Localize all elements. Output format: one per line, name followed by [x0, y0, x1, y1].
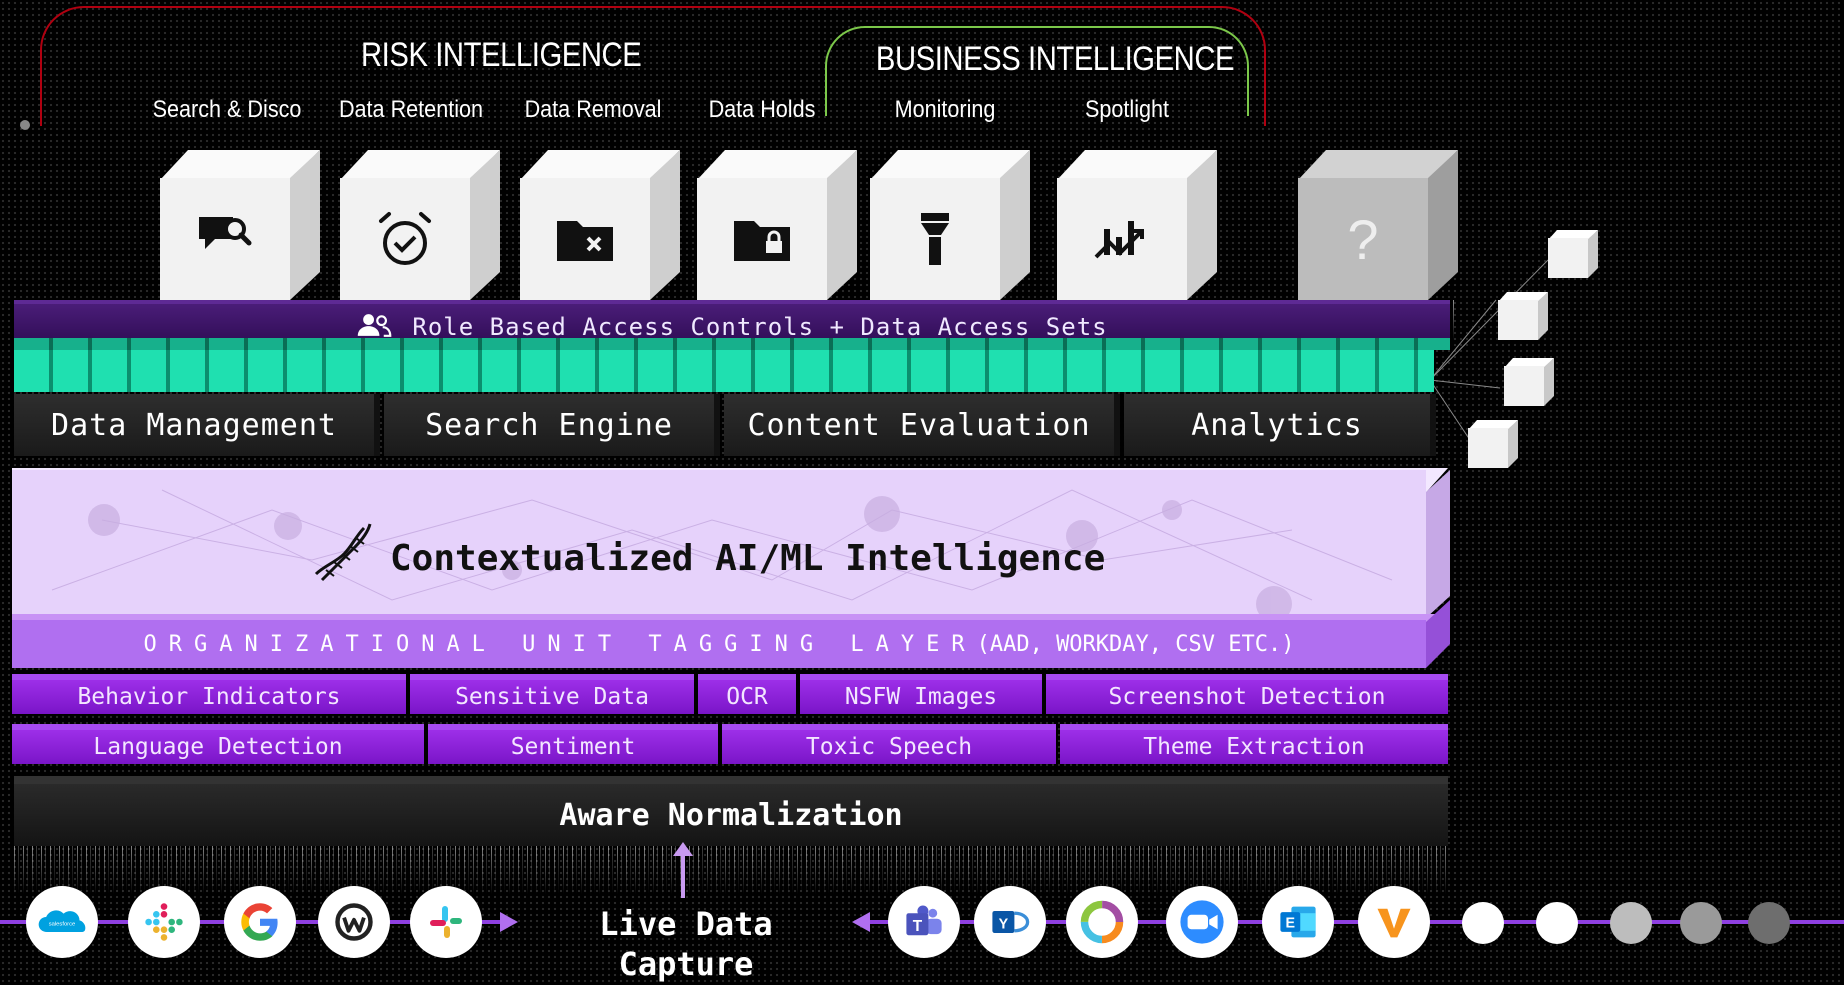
- feature-toxic-speech[interactable]: Toxic Speech: [722, 724, 1056, 764]
- capture-line-2: Capture: [618, 945, 754, 983]
- alarm-clock-icon: [379, 212, 431, 265]
- ai-layer: [12, 470, 1426, 618]
- org-tagging-layer: ORGANIZATIONAL UNIT TAGGING LAYER(AAD, W…: [12, 620, 1426, 668]
- org-layer-label: ORGANIZATIONAL UNIT TAGGING LAYER: [143, 631, 977, 657]
- placeholder-dot: [1610, 902, 1652, 944]
- module-cube-holds[interactable]: [697, 150, 857, 340]
- feature-nsfw-images[interactable]: NSFW Images: [800, 674, 1042, 714]
- svg-text:salesforce: salesforce: [49, 921, 76, 927]
- dna-icon: [314, 518, 374, 593]
- folder-delete-icon: [557, 221, 613, 261]
- module-label-monitoring: Monitoring: [894, 96, 996, 123]
- module-label-retention: Data Retention: [338, 96, 484, 123]
- normalization-layer: Aware Normalization: [14, 776, 1448, 846]
- svg-text:Y: Y: [999, 917, 1009, 933]
- data-streams: [14, 846, 1448, 894]
- module-cube-spotlight[interactable]: [1057, 150, 1217, 340]
- module-cube-search[interactable]: [160, 150, 320, 340]
- flashlight-icon: [921, 213, 949, 265]
- slack-dots-icon[interactable]: [128, 886, 200, 958]
- teams-icon[interactable]: T: [888, 886, 960, 958]
- ai-title: Contextualized AI/ML Intelligence: [390, 538, 1106, 579]
- engine-analytics[interactable]: Analytics: [1124, 394, 1436, 456]
- access-blocks-top: [14, 338, 1450, 350]
- capture-line-1: Live Data: [599, 905, 773, 943]
- engine-data-management[interactable]: Data Management: [14, 394, 380, 456]
- mini-cube: [1468, 420, 1518, 470]
- neural-network-pattern: [51, 489, 1393, 618]
- svg-text:E: E: [1286, 916, 1296, 932]
- exchange-icon[interactable]: E: [1262, 886, 1334, 958]
- placeholder-dot: [1748, 902, 1790, 944]
- salesforce-icon[interactable]: salesforce: [26, 886, 98, 958]
- svg-text:T: T: [913, 918, 923, 935]
- org-layer-sources: (AAD, WORKDAY, CSV ETC.): [976, 631, 1295, 657]
- folder-lock-icon: [734, 221, 790, 261]
- rbac-label: Role Based Access Controls + Data Access…: [412, 313, 1108, 341]
- engine-search[interactable]: Search Engine: [384, 394, 720, 456]
- org-layer-top: [12, 614, 1448, 622]
- google-icon[interactable]: [224, 886, 296, 958]
- feature-screenshot-detection[interactable]: Screenshot Detection: [1046, 674, 1448, 714]
- mini-cube: [1498, 292, 1548, 342]
- arrow-right-icon: [500, 912, 518, 932]
- live-data-capture-label: Live Data Capture: [576, 904, 796, 984]
- webex-icon[interactable]: [1066, 886, 1138, 958]
- rbac-label-row: Role Based Access Controls + Data Access…: [14, 312, 1450, 344]
- access-blocks-layer: [14, 350, 1434, 392]
- mini-cube: [1548, 230, 1598, 280]
- arrow-left-icon: [852, 912, 870, 932]
- trend-chart-icon: [1094, 221, 1144, 259]
- module-label-removal: Data Removal: [524, 96, 662, 123]
- module-label-spotlight: Spotlight: [1084, 96, 1170, 123]
- risk-intelligence-bracket: [40, 6, 1266, 126]
- module-cube-monitoring[interactable]: [870, 150, 1030, 340]
- question-icon: ?: [1347, 207, 1379, 271]
- ai-layer-side: [1426, 470, 1450, 618]
- users-icon: [356, 312, 392, 344]
- module-label-holds: Data Holds: [708, 96, 816, 123]
- yammer-icon[interactable]: Y: [974, 886, 1046, 958]
- module-cube-removal[interactable]: [520, 150, 680, 340]
- feature-behavior-indicators[interactable]: Behavior Indicators: [12, 674, 406, 714]
- module-label-search: Search & Disco: [152, 96, 302, 123]
- placeholder-dot: [1462, 902, 1504, 944]
- mini-cube: [1504, 358, 1554, 408]
- source-line-right: [866, 920, 1844, 924]
- capture-arrow-head: [673, 842, 693, 856]
- zoom-icon[interactable]: [1166, 886, 1238, 958]
- placeholder-dot: [1680, 902, 1722, 944]
- search-chat-icon: [199, 217, 252, 249]
- business-intelligence-bracket: [825, 26, 1249, 116]
- connector-lines: [1430, 259, 1549, 441]
- veeva-icon[interactable]: [1358, 886, 1430, 958]
- feature-theme-extraction[interactable]: Theme Extraction: [1060, 724, 1448, 764]
- feature-ocr[interactable]: OCR: [698, 674, 796, 714]
- business-intelligence-title: BUSINESS INTELLIGENCE: [875, 40, 1235, 78]
- slack-icon[interactable]: [410, 886, 482, 958]
- feature-sentiment[interactable]: Sentiment: [428, 724, 718, 764]
- risk-intelligence-title: RISK INTELLIGENCE: [361, 36, 642, 74]
- feature-language-detection[interactable]: Language Detection: [12, 724, 424, 764]
- connector-dot: [20, 120, 30, 130]
- placeholder-dot: [1536, 902, 1578, 944]
- workplace-icon[interactable]: [318, 886, 390, 958]
- capture-arrow-shaft: [681, 848, 685, 898]
- feature-sensitive-data[interactable]: Sensitive Data: [410, 674, 694, 714]
- engine-content-evaluation[interactable]: Content Evaluation: [724, 394, 1120, 456]
- module-cube-retention[interactable]: [340, 150, 500, 340]
